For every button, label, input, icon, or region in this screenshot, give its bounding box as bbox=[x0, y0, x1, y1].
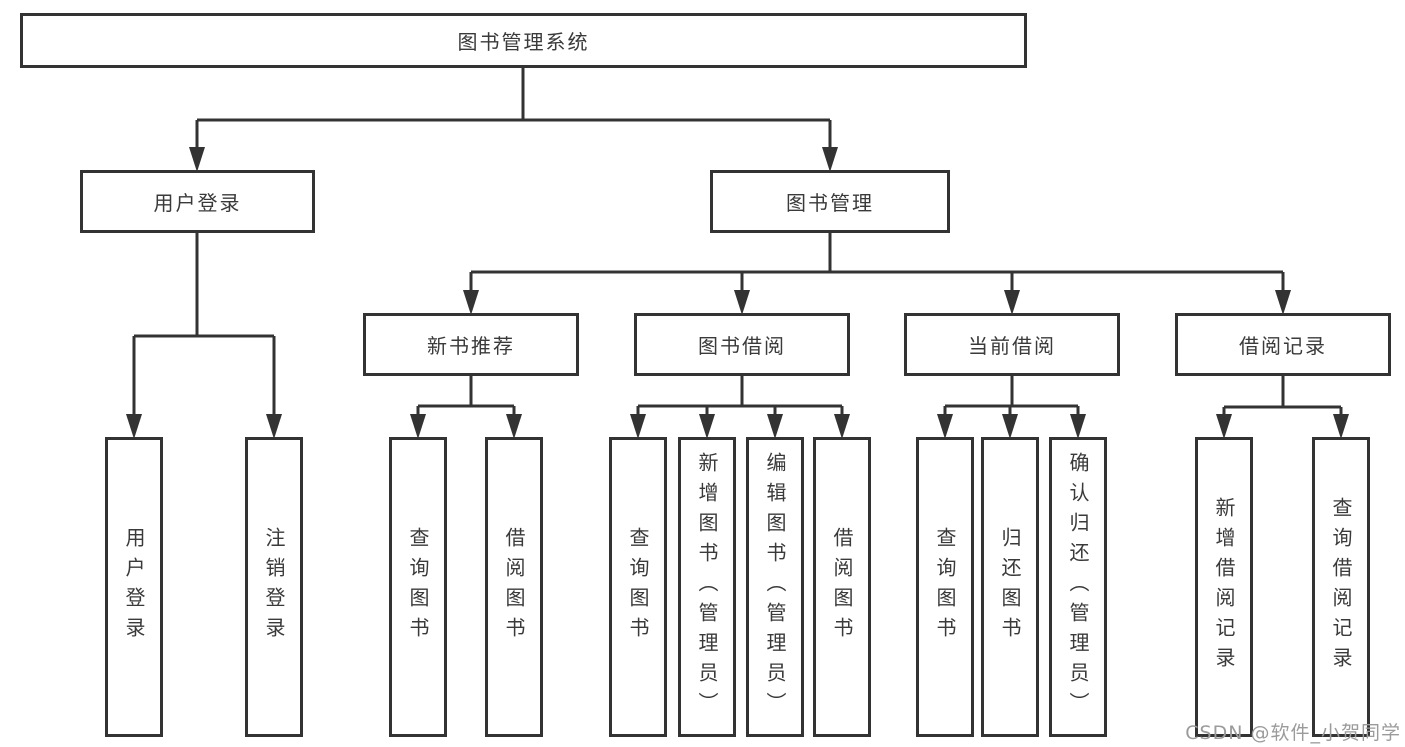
leaf-borrow-books: 借阅图书 bbox=[813, 437, 871, 737]
connector-root-to-level2 bbox=[195, 68, 832, 152]
node-current-borrow: 当前借阅 bbox=[904, 313, 1120, 376]
connector-newbook-to-leaves bbox=[416, 376, 516, 419]
leaf-user-login: 用户登录 bbox=[105, 437, 163, 737]
arrowheads bbox=[126, 147, 1349, 439]
node-book-management: 图书管理 bbox=[710, 170, 950, 233]
connector-current-to-leaves bbox=[943, 376, 1080, 419]
connector-management-to-level3 bbox=[469, 233, 1285, 295]
leaf-borrow-books-recommend: 借阅图书 bbox=[485, 437, 543, 737]
connector-login-to-leaves bbox=[132, 233, 276, 418]
node-root-library-system: 图书管理系统 bbox=[20, 13, 1027, 68]
leaf-add-borrow-record: 新增借阅记录 bbox=[1195, 437, 1253, 737]
leaf-return-books: 归还图书 bbox=[981, 437, 1039, 737]
leaf-query-books-current: 查询图书 bbox=[916, 437, 974, 737]
leaf-query-borrow-record: 查询借阅记录 bbox=[1312, 437, 1370, 737]
node-book-borrow: 图书借阅 bbox=[634, 313, 850, 376]
leaf-query-books-borrow: 查询图书 bbox=[609, 437, 667, 737]
leaf-confirm-return-admin: 确认归还（管理员） bbox=[1049, 437, 1107, 737]
leaf-edit-book-admin: 编辑图书（管理员） bbox=[746, 437, 804, 737]
node-user-login: 用户登录 bbox=[80, 170, 315, 233]
node-new-book-recommend: 新书推荐 bbox=[363, 313, 579, 376]
leaf-query-books-recommend: 查询图书 bbox=[389, 437, 447, 737]
leaf-add-book-admin: 新增图书（管理员） bbox=[678, 437, 736, 737]
leaf-logout: 注销登录 bbox=[245, 437, 303, 737]
connector-record-to-leaves bbox=[1222, 376, 1343, 419]
csdn-watermark: CSDN @软件_小贺同学 bbox=[1185, 722, 1401, 744]
node-borrow-records: 借阅记录 bbox=[1175, 313, 1391, 376]
connector-borrow-to-leaves bbox=[636, 376, 844, 419]
